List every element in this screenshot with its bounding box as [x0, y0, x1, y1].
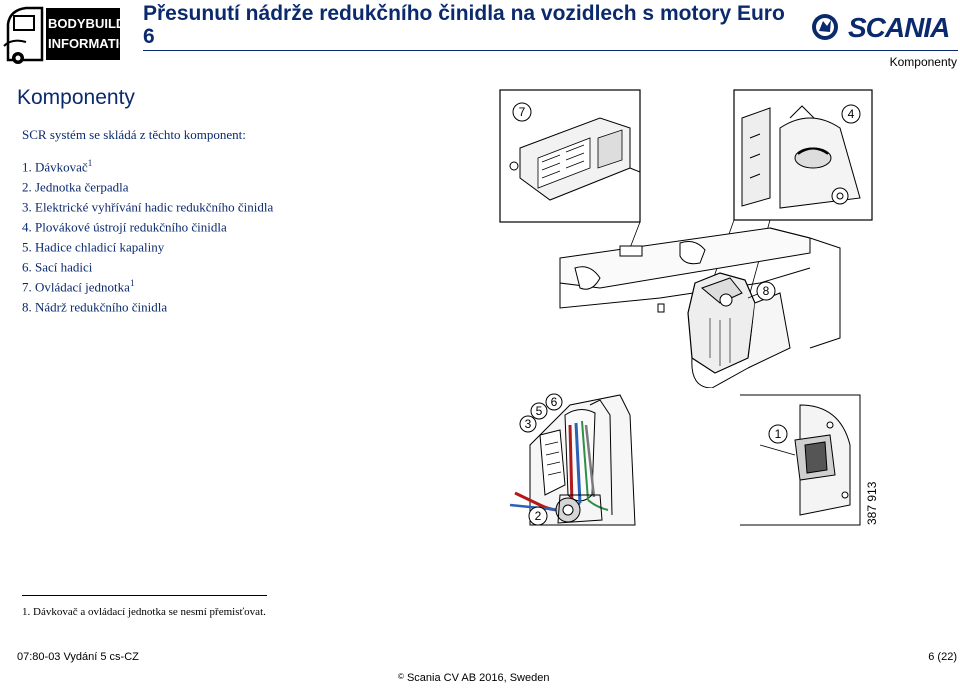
list-item: 7. Ovládací jednotka1 [22, 278, 135, 295]
logo-line-2: INFORMATION [48, 36, 122, 51]
scania-wordmark: SCANIA [848, 12, 950, 43]
callout-label: 8 [763, 284, 770, 298]
list-item: 4. Plovákové ústrojí redukčního činidla [22, 219, 227, 235]
callout-label: 5 [536, 404, 543, 418]
component-list: 1. Dávkovač1 2. Jednotka čerpadla 3. Ele… [22, 153, 274, 315]
list-item: 8. Nádrž redukčního činidla [22, 299, 168, 315]
header-section-label: Komponenty [889, 55, 957, 69]
list-item: 5. Hadice chladicí kapaliny [22, 239, 165, 255]
header-divider [143, 50, 958, 51]
list-item: 1. Dávkovač1 [22, 158, 93, 175]
callout-label: 1 [775, 427, 782, 441]
list-item: 3. Elektrické vyhřívání hadic redukčního… [22, 199, 274, 215]
copyright-text: Scania CV AB 2016, Sweden [406, 672, 550, 684]
callout-label: 6 [551, 395, 558, 409]
list-item: 2. Jednotka čerpadla [22, 179, 129, 195]
section-heading: Komponenty [17, 86, 135, 109]
component-illustration: 7 4 8 [480, 88, 900, 389]
page-number: 6 (22) [928, 651, 957, 663]
intro-text: SCR systém se skládá z těchto komponent: [22, 127, 246, 142]
copyright-symbol: © [398, 672, 404, 681]
document-issue: 07:80-03 Vydání 5 cs-CZ [17, 651, 139, 663]
scania-logo: SCANIA [808, 12, 958, 43]
image-code: 387 913 [865, 481, 879, 525]
copyright-line: © Scania CV AB 2016, Sweden [398, 672, 549, 684]
footnote-divider [22, 595, 267, 596]
callout-label: 7 [519, 105, 526, 119]
griffin-emblem-icon [812, 14, 838, 40]
callout-label: 4 [848, 107, 855, 121]
detail-illustration: 3 5 6 1 2 387 913 [500, 385, 880, 535]
footnote: 1. Dávkovač a ovládací jednotka se nesmí… [22, 606, 266, 618]
list-item: 6. Sací hadici [22, 259, 93, 275]
bodybuilding-information-logo: BODYBUILDING INFORMATION [2, 2, 148, 66]
logo-line-1: BODYBUILDING [48, 16, 122, 31]
callout-label: 3 [525, 417, 532, 431]
document-title: Přesunutí nádrže redukčního činidla na v… [143, 2, 785, 48]
callout-label: 2 [535, 509, 542, 523]
